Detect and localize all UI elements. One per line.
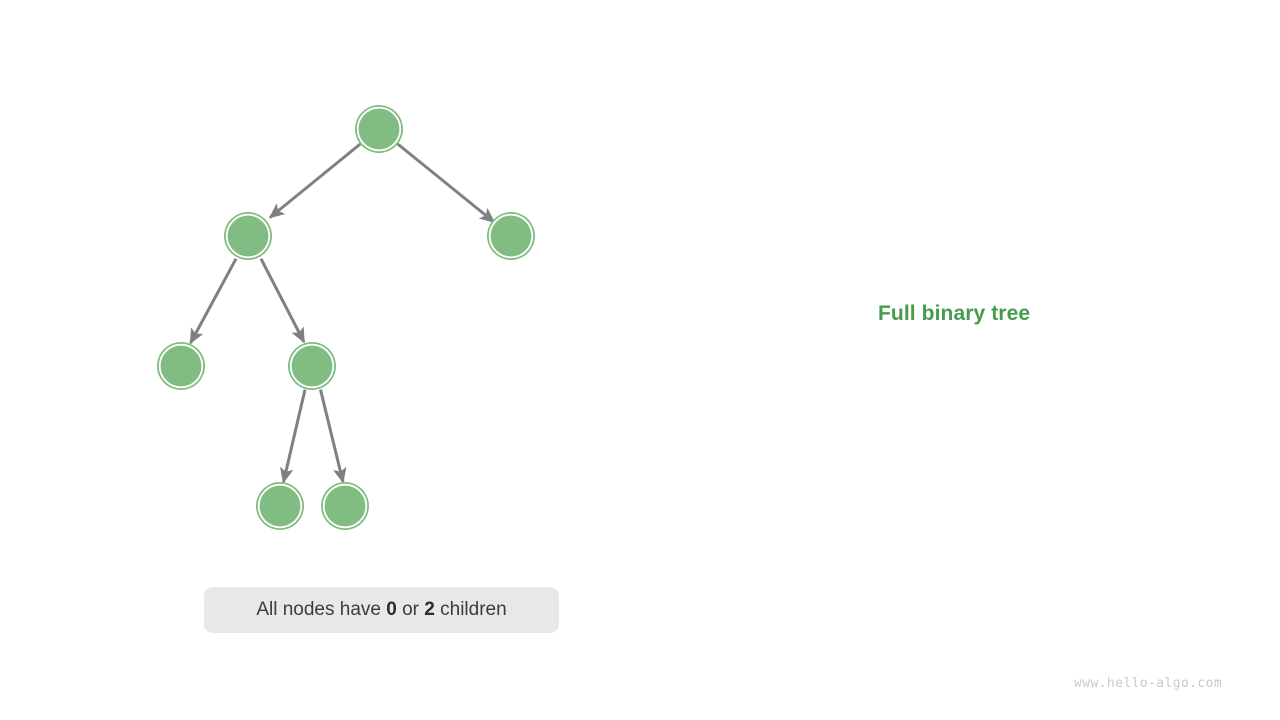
tree-node-leaf-left[interactable] — [256, 482, 304, 530]
tree-node-left[interactable] — [224, 212, 272, 260]
caption-prefix: All nodes have — [256, 599, 387, 620]
tree-node-left-left[interactable] — [157, 342, 205, 390]
edge-n1-n4 — [259, 258, 306, 344]
tree-edges — [189, 142, 496, 484]
diagram-title: Full binary tree — [878, 302, 1031, 325]
edge-n4-n6 — [319, 389, 347, 484]
watermark: www.hello-algo.com — [1074, 676, 1223, 691]
tree-node-leaf-right[interactable] — [321, 482, 369, 530]
tree-node-root[interactable] — [355, 105, 403, 153]
edge-n0-n1 — [268, 142, 362, 219]
caption-middle: or — [396, 599, 425, 620]
tree-node-right[interactable] — [487, 212, 535, 260]
caption-box: All nodes have 0 or 2 children — [204, 587, 559, 633]
edge-n4-n5 — [279, 389, 307, 484]
caption-bold-zero: 0 — [386, 599, 397, 620]
caption-suffix: children — [434, 599, 507, 620]
tree-node-left-right[interactable] — [288, 342, 336, 390]
edge-n0-n2 — [396, 142, 496, 224]
tree-nodes — [157, 105, 535, 530]
caption-bold-two: 2 — [424, 599, 435, 620]
caption-text: All nodes have 0 or 2 children — [256, 599, 506, 621]
edge-n1-n3 — [189, 258, 238, 345]
